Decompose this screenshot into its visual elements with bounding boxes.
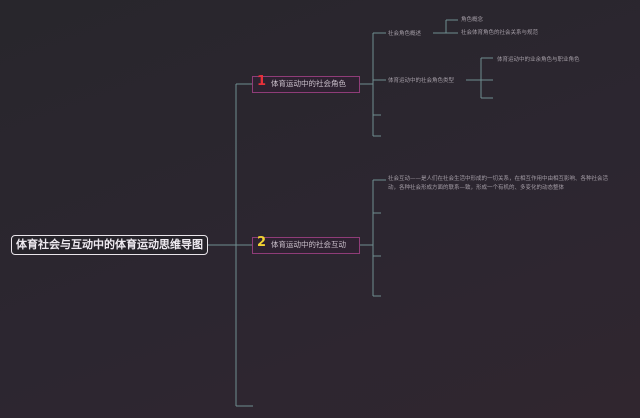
leaf-role-types[interactable]: 体育运动中的社会角色类型 (388, 78, 455, 84)
branch-number-1: 1 (257, 74, 267, 89)
leaf-social-role-overview[interactable]: 社会角色概述 (388, 31, 422, 37)
leaf-role-relations[interactable]: 社会体育角色的社会关系与规范 (461, 30, 539, 36)
root-node[interactable]: 体育社会与互动中的体育运动思维导图 (11, 235, 208, 255)
root-title: 体育社会与互动中的体育运动思维导图 (16, 238, 203, 251)
branch-label-2: 体育运动中的社会互动 (271, 240, 346, 249)
branch2-description[interactable]: 社会互动——是人们在社会生活中形成的一切关系，在相互作用中由相互影响、各种社会活… (388, 176, 609, 191)
branch-node-2[interactable]: 2 体育运动中的社会互动 (252, 235, 360, 254)
leaf-amateur-professional[interactable]: 体育运动中的业余角色与职业角色 (497, 57, 580, 63)
branch-label-1: 体育运动中的社会角色 (271, 79, 346, 88)
leaf-role-concept[interactable]: 角色概念 (461, 17, 484, 23)
branch-number-2: 2 (257, 235, 267, 250)
branch-node-1[interactable]: 1 体育运动中的社会角色 (252, 74, 360, 93)
